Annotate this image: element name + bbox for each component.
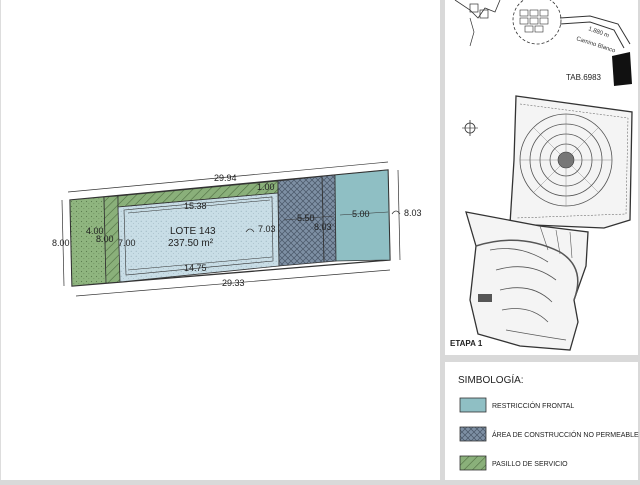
legend-swatch-nonpermeable — [459, 426, 487, 442]
lot-area: 237.50 m² — [168, 238, 214, 249]
dim-back-depth: 8.00 — [96, 234, 114, 244]
front-restriction-area — [334, 169, 391, 262]
dim-inner-left: 7.00 — [118, 238, 136, 248]
dim-front-width: 5.00 — [352, 209, 370, 219]
location-circle — [512, 0, 562, 45]
stage-map — [465, 211, 589, 351]
dim-inner-right: 7.03 — [258, 224, 276, 234]
legend-title: SIMBOLOGÍA: — [458, 373, 524, 386]
dim-inner-bottom: 14.75 — [184, 263, 207, 273]
stage-label: ETAPA 1 — [450, 339, 483, 348]
dim-bottom: 29.33 — [222, 278, 245, 288]
location-map: 1,880 m Camino Blanco TAB.6983 — [450, 0, 633, 351]
building-inner-line — [123, 196, 274, 276]
dim-top-small: 1.00 — [257, 182, 275, 192]
dim-left: 8.00 — [52, 238, 70, 248]
dim-top: 29.94 — [214, 173, 237, 183]
site-marker — [612, 52, 632, 86]
lot-plan: 29.94 29.33 8.00 8.03 1.00 15.38 14.75 4… — [52, 161, 422, 297]
lot-name: LOTE 143 — [170, 226, 216, 237]
legend-label-front: RESTRICCIÓN FRONTAL — [492, 401, 574, 410]
legend-label-nonpermeable: ÁREA DE CONSTRUCCIÓN NO PERMEABLE — [492, 430, 639, 439]
dim-right: 8.03 — [404, 208, 422, 218]
legend: SIMBOLOGÍA: RESTRICCIÓN FRONTAL ÁREA DE … — [458, 373, 639, 471]
dim-garage-width: 5.50 — [297, 213, 315, 223]
north-arrow-icon — [462, 120, 478, 136]
table-ref: TAB.6983 — [566, 73, 602, 82]
development-map — [509, 95, 633, 229]
legend-swatch-service — [459, 455, 487, 471]
dim-garage-depth: 8.03 — [314, 222, 332, 232]
legend-label-service: PASILLO DE SERVICIO — [492, 461, 568, 468]
legend-swatch-front — [459, 397, 487, 413]
dim-back-width: 4.00 — [86, 226, 104, 236]
dim-inner-top: 15.38 — [184, 201, 207, 211]
